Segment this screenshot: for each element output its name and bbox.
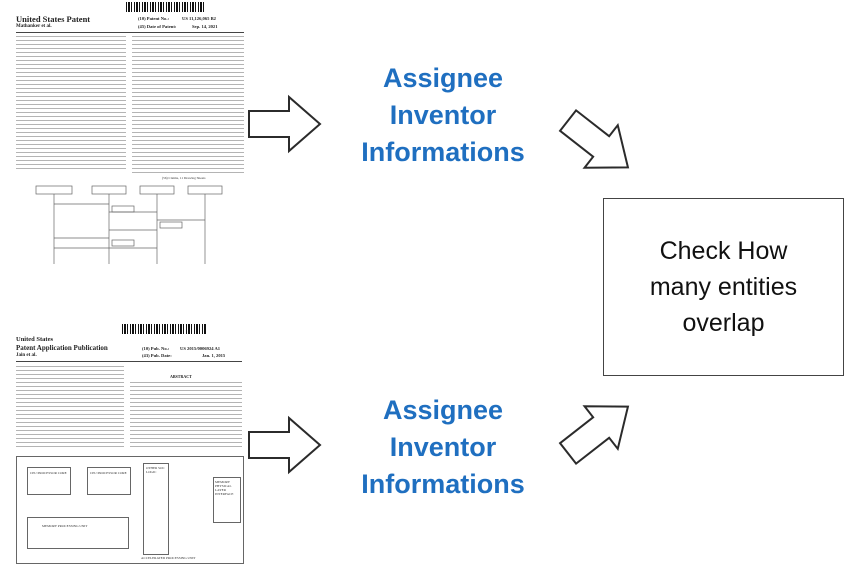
header-rule <box>16 361 242 362</box>
diagram-box: MEMORY PROCESSING UNIT <box>27 517 129 549</box>
diagram-box: MEMORY PHYSICAL LAYER INTERFACE <box>213 477 241 523</box>
diagonal-down-arrow-icon <box>558 108 630 169</box>
abstract-heading: ABSTRACT <box>170 374 192 379</box>
assignee-inventor-label-bottom: Assignee Inventor Informations <box>323 392 563 503</box>
patent-date-label: (45) Date of Patent: <box>138 24 177 29</box>
diagonal-up-arrow-icon <box>558 405 630 466</box>
pub-date: Jan. 1, 2015 <box>202 353 226 358</box>
pub-number-label: (10) Pub. No.: <box>142 346 170 351</box>
publication-office: United States <box>16 336 54 343</box>
diagram-box: CPU PROCESSOR CORE <box>87 467 131 495</box>
right-arrow-icon <box>248 415 322 475</box>
diagram-box: OTHER SOC LOGIC <box>143 463 169 555</box>
check-text-line: many entities <box>649 273 798 301</box>
barcode <box>126 2 204 12</box>
label-line: Assignee <box>382 63 504 93</box>
patent-document-bottom: United States Patent Application Publica… <box>12 322 247 567</box>
left-column-text <box>16 366 124 448</box>
pub-date-label: (43) Pub. Date: <box>142 353 172 358</box>
assignee-inventor-label-top: Assignee Inventor Informations <box>323 60 563 171</box>
block-diagram: CPU PROCESSOR CORE CPU PROCESSOR CORE ME… <box>16 456 244 564</box>
patent-number-label: (10) Patent No.: <box>138 16 169 21</box>
diagram-caption: ACCELERATED PROCESSING UNIT <box>141 556 196 560</box>
label-line: Inventor <box>389 432 497 462</box>
label-line: Inventor <box>389 100 497 130</box>
right-column-text <box>132 36 244 174</box>
barcode <box>122 324 206 334</box>
diagram-box: CPU PROCESSOR CORE <box>27 467 71 495</box>
patent-document-top: United States Patent Mathanker et al. (1… <box>12 0 250 270</box>
abstract-text <box>130 382 242 448</box>
check-text-line: overlap <box>682 309 765 337</box>
figure-caption: (56) Claims, 11 Drawing Sheets <box>162 176 206 180</box>
pub-number: US 2015/0006924 A1 <box>180 346 221 351</box>
patent-number: US 11,126,065 B2 <box>182 16 216 21</box>
patent-office-title: United States Patent <box>16 14 91 24</box>
check-text-line: Check How <box>659 237 788 265</box>
header-rule <box>16 32 244 33</box>
patent-date: Sep. 14, 2021 <box>192 24 218 29</box>
sequence-diagram <box>35 185 223 264</box>
label-line: Assignee <box>382 395 504 425</box>
publication-type: Patent Application Publication <box>16 344 108 352</box>
label-line: Informations <box>361 137 525 167</box>
label-line: Informations <box>361 469 525 499</box>
right-arrow-icon <box>248 94 322 154</box>
check-overlap-box: Check How many entities overlap <box>603 198 844 376</box>
patent-authors: Mathanker et al. <box>16 24 52 29</box>
left-column-text <box>16 36 126 172</box>
publication-authors: Jain et al. <box>16 353 37 358</box>
